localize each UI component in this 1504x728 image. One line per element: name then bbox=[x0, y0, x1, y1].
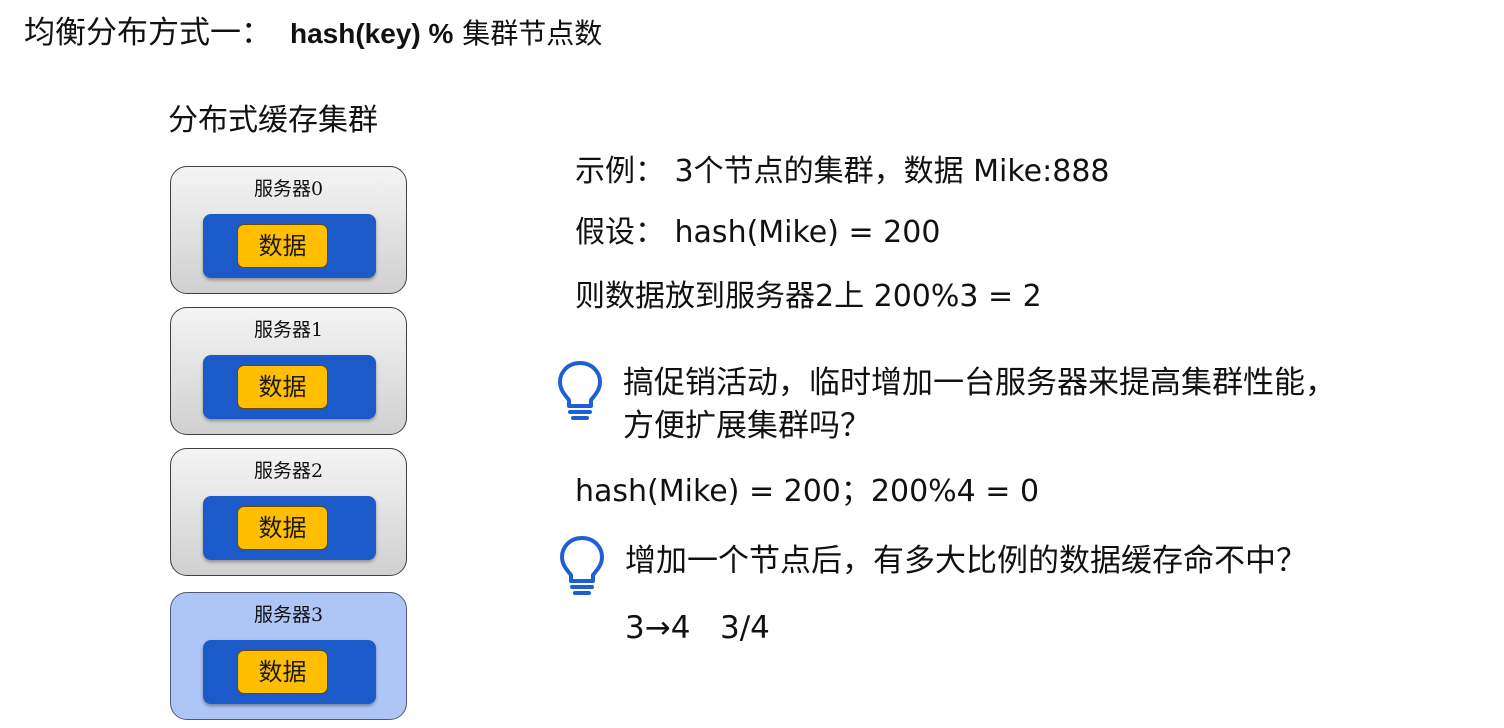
server-label: 服务器1 bbox=[253, 319, 324, 341]
calculation-line: hash(Mike) = 200；200%4 = 0 bbox=[575, 474, 1040, 509]
question-line: 增加一个节点后，有多大比例的数据缓存命不中？ bbox=[625, 543, 1307, 579]
data-chip: 数据 bbox=[237, 365, 328, 409]
data-chip: 数据 bbox=[237, 224, 328, 268]
data-chip: 数据 bbox=[237, 506, 328, 550]
server-storage: 数据 bbox=[203, 214, 376, 278]
cluster-title: 分布式缓存集群 bbox=[168, 103, 378, 138]
example-line: 示例： 3个节点的集群，数据 Mike:888 bbox=[575, 154, 1110, 189]
placement-line: 则数据放到服务器2上 200%3 = 2 bbox=[575, 279, 1042, 314]
server-node-3: 服务器3 数据 bbox=[170, 592, 407, 720]
assumption-line: 假设： hash(Mike) = 200 bbox=[575, 215, 941, 250]
server-node-1: 服务器1 数据 bbox=[170, 307, 407, 435]
title-formula-code: hash(key) % bbox=[290, 18, 454, 49]
page-title: 均衡分布方式一： hash(key) % 集群节点数 bbox=[24, 10, 602, 57]
server-node-0: 服务器0 数据 bbox=[170, 166, 407, 294]
server-label: 服务器3 bbox=[253, 604, 324, 626]
answer-line: 3→4 3/4 bbox=[625, 610, 770, 646]
question-line: 方便扩展集群吗？ bbox=[623, 408, 871, 444]
server-label: 服务器0 bbox=[253, 178, 324, 200]
lightbulb-icon bbox=[558, 361, 602, 420]
server-node-2: 服务器2 数据 bbox=[170, 448, 407, 576]
title-prefix: 均衡分布方式一： bbox=[24, 15, 272, 51]
server-storage: 数据 bbox=[203, 355, 376, 419]
server-storage: 数据 bbox=[203, 640, 376, 704]
title-formula-suffix: 集群节点数 bbox=[453, 17, 603, 50]
lightbulb-icon bbox=[560, 536, 604, 595]
server-label: 服务器2 bbox=[253, 460, 324, 482]
server-storage: 数据 bbox=[203, 496, 376, 560]
question-line: 搞促销活动，临时增加一台服务器来提高集群性能， bbox=[623, 365, 1336, 401]
title-formula: hash(key) % 集群节点数 bbox=[290, 17, 603, 50]
data-chip: 数据 bbox=[237, 650, 328, 694]
